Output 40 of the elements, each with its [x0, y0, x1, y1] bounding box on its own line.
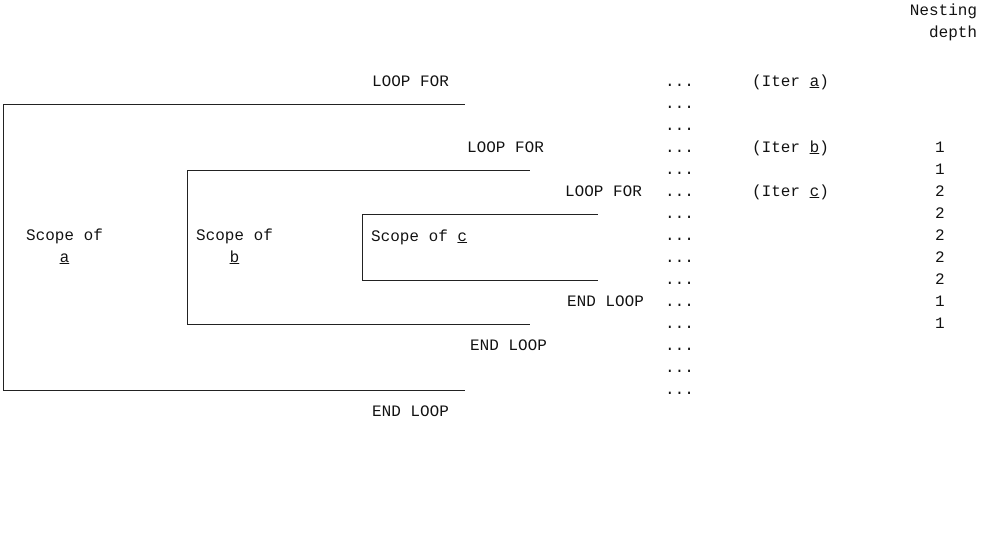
- depth-number: 1: [935, 138, 945, 159]
- depth-number: 2: [935, 226, 945, 247]
- depth-number: 2: [935, 248, 945, 269]
- scope-label: Scope of a: [26, 226, 103, 269]
- iteration-note: (Iter b): [752, 138, 829, 159]
- depth-number: 1: [935, 314, 945, 335]
- iteration-note: (Iter a): [752, 72, 829, 93]
- code-keyword: END LOOP: [567, 292, 644, 313]
- scope-label: Scope of c: [371, 227, 468, 248]
- ellipsis: ...: [665, 94, 694, 115]
- scope-bracket: [187, 170, 530, 325]
- ellipsis: ...: [665, 336, 694, 357]
- ellipsis: ...: [665, 314, 694, 335]
- depth-number: 1: [935, 292, 945, 313]
- ellipsis: ...: [665, 160, 694, 181]
- code-keyword: LOOP FOR: [372, 72, 449, 93]
- code-keyword: LOOP FOR: [467, 138, 544, 159]
- code-keyword: LOOP FOR: [565, 182, 642, 203]
- code-keyword: END LOOP: [372, 402, 449, 423]
- ellipsis: ...: [665, 358, 694, 379]
- scope-bracket: [362, 214, 598, 281]
- depth-number: 2: [935, 270, 945, 291]
- ellipsis: ...: [665, 72, 694, 93]
- code-keyword: END LOOP: [470, 336, 547, 357]
- ellipsis: ...: [665, 116, 694, 137]
- column-header: Nesting depth: [908, 1, 977, 44]
- scope-label: Scope of b: [196, 226, 273, 269]
- depth-number: 1: [935, 160, 945, 181]
- ellipsis: ...: [665, 292, 694, 313]
- depth-number: 2: [935, 182, 945, 203]
- ellipsis: ...: [665, 226, 694, 247]
- ellipsis: ...: [665, 270, 694, 291]
- ellipsis: ...: [665, 204, 694, 225]
- ellipsis: ...: [665, 248, 694, 269]
- depth-number: 2: [935, 204, 945, 225]
- scope-bracket: [3, 104, 465, 391]
- ellipsis: ...: [665, 182, 694, 203]
- ellipsis: ...: [665, 138, 694, 159]
- iteration-note: (Iter c): [752, 182, 829, 203]
- ellipsis: ...: [665, 380, 694, 401]
